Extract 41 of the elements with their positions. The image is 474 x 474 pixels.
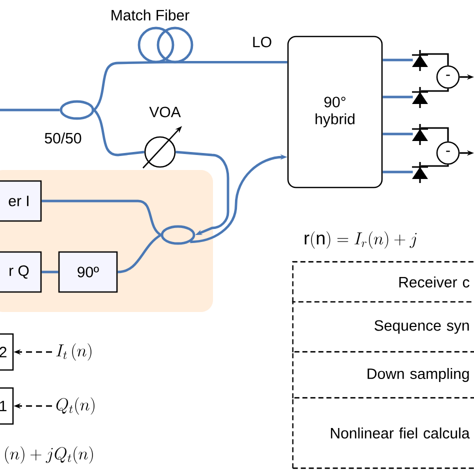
signal-formula: $Q_t(n)$: [56, 397, 94, 415]
process-step: Down sampling: [292, 351, 474, 398]
process-box: 1: [0, 387, 14, 425]
process-box: er I: [0, 180, 42, 222]
process-box: r Q: [0, 251, 42, 293]
edge-label: LO: [251, 36, 273, 48]
fiber-line: [382, 132, 413, 136]
fiber-line: [165, 61, 288, 64]
fiber-line: [93, 109, 144, 156]
wire: [421, 164, 449, 167]
photodiode: [412, 124, 428, 145]
fiber-line: [382, 96, 413, 98]
process-step: Sequence syn: [292, 301, 474, 352]
photodiode: [412, 50, 428, 71]
wire: [421, 88, 449, 92]
fiber-line: [382, 170, 413, 174]
arrow: [176, 150, 230, 235]
coupler-ratio: 50/50: [44, 132, 82, 144]
subtractor: -: [436, 65, 460, 89]
subtractor: -: [436, 141, 460, 165]
process-box: 90º: [58, 251, 118, 293]
attenuator-label: VOA: [149, 106, 181, 118]
formula: $\mathrm{r(n)} = I_r(n) + j$: [304, 231, 417, 249]
formula: $(n) + jQ_t(n)$: [5, 446, 93, 464]
hybrid-box: 90° hybrid: [287, 36, 383, 188]
signal-formula: $I_t\,(n)$: [56, 343, 92, 361]
process-step: Nonlinear fiel calcula: [292, 397, 474, 469]
fiber-line: [42, 270, 58, 274]
fiber-line: [42, 200, 162, 236]
process-step: Receiver c: [292, 261, 474, 302]
coupler: [60, 100, 94, 120]
photodiode: [412, 162, 428, 183]
fiber-line: [93, 61, 166, 111]
fiber-line: [0, 108, 60, 112]
fiber-line: [382, 58, 413, 62]
process-box: 2: [0, 333, 14, 371]
fiber-line: [118, 234, 162, 274]
wire: [421, 127, 449, 142]
wire: [421, 53, 449, 66]
photodiode: [412, 87, 428, 108]
coil-label: Match Fiber: [112, 9, 190, 20]
